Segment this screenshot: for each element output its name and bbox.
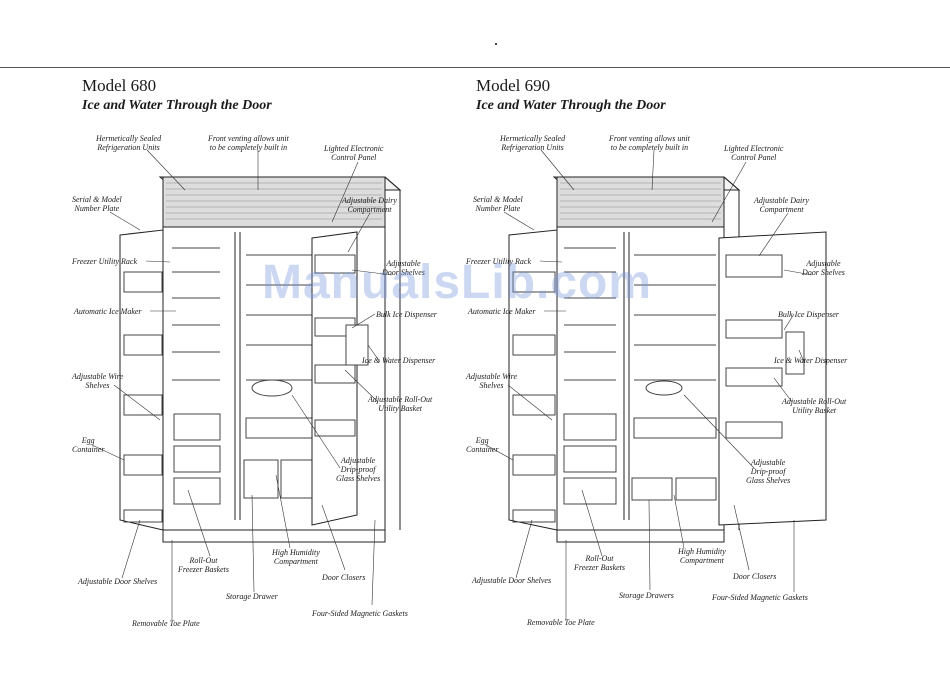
label-utility-rack: Freezer Utility Rack — [72, 257, 138, 266]
model-subtitle: Ice and Water Through the Door — [476, 98, 666, 113]
callout-leaders — [91, 149, 393, 620]
label-door-shelves-left: Adjustable Door Shelves — [78, 577, 158, 586]
label-bulk-ice: Bulk Ice Dispenser — [778, 310, 839, 319]
refrigerator-drawing — [508, 176, 827, 543]
label-toe-plate: Removable Toe Plate — [527, 618, 595, 627]
label-door-shelves-left: Adjustable Door Shelves — [472, 576, 552, 585]
callout-leaders — [485, 149, 813, 620]
model-title: Model 690 — [476, 76, 551, 95]
refrigerator-drawing — [119, 176, 402, 543]
page-mark — [495, 43, 497, 45]
model-title: Model 680 — [82, 76, 157, 95]
label-ice-water: Ice & Water Dispenser — [362, 356, 436, 365]
label-door-closers: Door Closers — [322, 573, 366, 582]
model-subtitle: Ice and Water Through the Door — [82, 98, 272, 113]
label-ice-maker: Automatic Ice Maker — [74, 307, 142, 316]
label-utility-rack: Freezer Utility Rack — [466, 257, 532, 266]
label-bulk-ice: Bulk Ice Dispenser — [376, 310, 437, 319]
refrigerator-diagram — [485, 149, 827, 620]
label-storage-drawer: Storage Drawer — [226, 592, 278, 601]
label-door-closers: Door Closers — [733, 572, 777, 581]
label-storage-drawer: Storage Drawers — [619, 591, 674, 600]
model-680-panel: Model 680 Ice and Water Through the Door — [72, 76, 437, 628]
header-rule — [0, 67, 950, 68]
label-ice-water: Ice & Water Dispenser — [774, 356, 848, 365]
watermark: ManualsLib.com — [262, 256, 653, 309]
label-toe-plate: Removable Toe Plate — [132, 619, 200, 628]
refrigerator-diagram — [91, 149, 402, 620]
model-690-panel: Model 690 Ice and Water Through the Door — [394, 0, 869, 681]
label-gaskets: Four-Sided Magnetic Gaskets — [312, 609, 408, 618]
label-ice-maker: Automatic Ice Maker — [468, 307, 536, 316]
label-gaskets: Four-Sided Magnetic Gaskets — [712, 593, 808, 602]
